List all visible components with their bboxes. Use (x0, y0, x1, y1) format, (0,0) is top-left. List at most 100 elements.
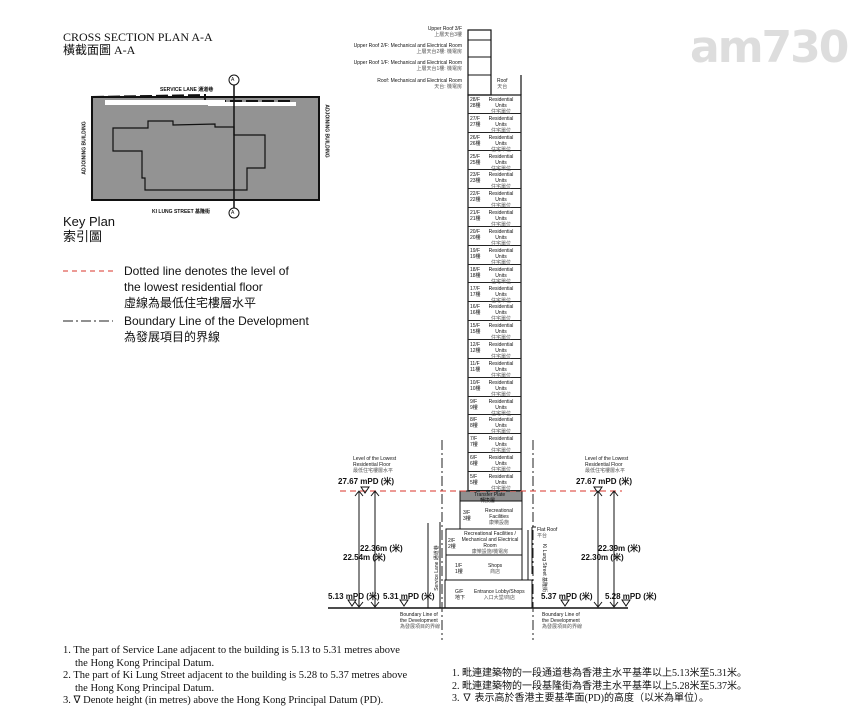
floor-en: 15/F (470, 323, 481, 330)
gf-use-zh: 入口大堂/商店 (483, 595, 515, 601)
floor-zh: 19樓 (470, 253, 481, 260)
floor-zh: 25樓 (470, 159, 481, 166)
floor-use-en: Residential Units (488, 323, 514, 336)
f3-use-zh: 康樂設施 (488, 520, 509, 526)
f1-use: Shops (488, 563, 503, 569)
floor-use-zh: 住宅單位 (490, 297, 511, 304)
floor-use-en: Residential Units (488, 455, 514, 468)
bl1: Boundary Line of (400, 612, 438, 618)
notes-en: 1. The part of Service Lane adjacent to … (63, 645, 407, 708)
floor-use-zh: 住宅單位 (490, 335, 511, 342)
key-plan-adjoining-left: ADJOINING BUILDING (81, 121, 88, 175)
ki-lung-street-label: Ki Lung Street 基隆街 (541, 543, 548, 593)
floor-use-en: Residential Units (488, 153, 514, 166)
ll2: Residential Floor (353, 462, 391, 468)
floor-en: 6/F (470, 455, 478, 462)
floor-en: 11/F (470, 360, 480, 367)
floor-zh: 10樓 (470, 385, 481, 392)
ur2-zh: 上層天台2樓: 機電房 (416, 49, 462, 55)
floor-use-en: Residential Units (488, 172, 514, 185)
flat-roof: Flat Roof (537, 527, 558, 533)
height-left-2: 22.36m (米) (360, 544, 403, 553)
title-en: CROSS SECTION PLAN A-A (63, 30, 213, 44)
floor-en: 8/F (470, 417, 478, 424)
floor-en: 17/F (470, 285, 481, 292)
lr2: Residential Floor (585, 462, 623, 468)
page-title: CROSS SECTION PLAN A-A 橫截面圖 A-A (63, 31, 213, 57)
key-plan-service-lane: SERVICE LANE 通道巷 (160, 87, 214, 93)
note-2a: The part of Ki Lung Street adjacent to t… (73, 670, 408, 681)
f2-zh: 2樓 (448, 544, 456, 550)
floor-en: 22/F (470, 191, 481, 198)
floor-zh: 11樓 (470, 366, 481, 373)
legend-boundary: Boundary Line of the Development 為發展項目的界… (124, 313, 309, 345)
br1: Boundary Line of (542, 612, 580, 618)
floor-use-zh: 住宅單位 (490, 240, 511, 247)
title-zh: 橫截面圖 A-A (63, 43, 136, 57)
floor-en: 21/F (470, 210, 481, 217)
floor-zh: 17樓 (470, 291, 481, 298)
note-num: 1. (63, 645, 71, 656)
key-plan-adjoining-right: ADJOINING BUILDING (323, 104, 330, 158)
f1-zh: 1樓 (455, 569, 463, 575)
legend-dotted: Dotted line denotes the level of the low… (124, 263, 289, 311)
floor-use-zh: 住宅單位 (490, 146, 511, 153)
note-num: 2. (63, 670, 71, 681)
floor-zh: 16樓 (470, 310, 481, 317)
upper-roof-1f-label: Upper Roof 1/F: Mechanical and Electrica… (354, 60, 462, 72)
service-lane-label: Service Lane 通道巷 (433, 545, 440, 591)
note-3a: ∇ Denote height (in metres) above the Ho… (73, 695, 384, 706)
watermark-logo: am730 (690, 22, 849, 73)
floor-en: 7/F (470, 436, 478, 443)
floor-en: 18/F (470, 266, 481, 273)
notes-zh: 1. 毗連建築物的一段通道巷為香港主水平基準以上5.13米至5.31米。 2. … (452, 668, 747, 706)
floor-zh: 8樓 (470, 423, 478, 430)
floor-use-en: Residential Units (488, 436, 514, 449)
note-zh-2: 2. 毗連建築物的一段基隆街為香港主水平基準以上5.28米至5.37米。 (452, 680, 747, 692)
gf: G/F (455, 589, 464, 595)
f1-use-zh: 商店 (490, 569, 501, 575)
floor-use-en: Residential Units (488, 342, 514, 355)
lr-zh: 最低住宅樓層水平 (585, 468, 626, 474)
transfer: Transfer Plate (474, 492, 506, 498)
floor-en: 28/F (470, 97, 481, 103)
floor-zh: 20樓 (470, 234, 481, 241)
floor-zh: 15樓 (470, 329, 481, 336)
height-right-2: 22.39m (米) (598, 544, 641, 553)
note-1b: the Hong Kong Principal Datum. (75, 657, 215, 669)
transfer-zh: 轉換層 (480, 498, 496, 504)
ur1: Upper Roof 1/F: Mechanical and Electrica… (353, 60, 462, 66)
note-1a: The part of Service Lane adjacent to the… (73, 645, 400, 656)
ll1: Level of the Lowest (353, 456, 397, 462)
